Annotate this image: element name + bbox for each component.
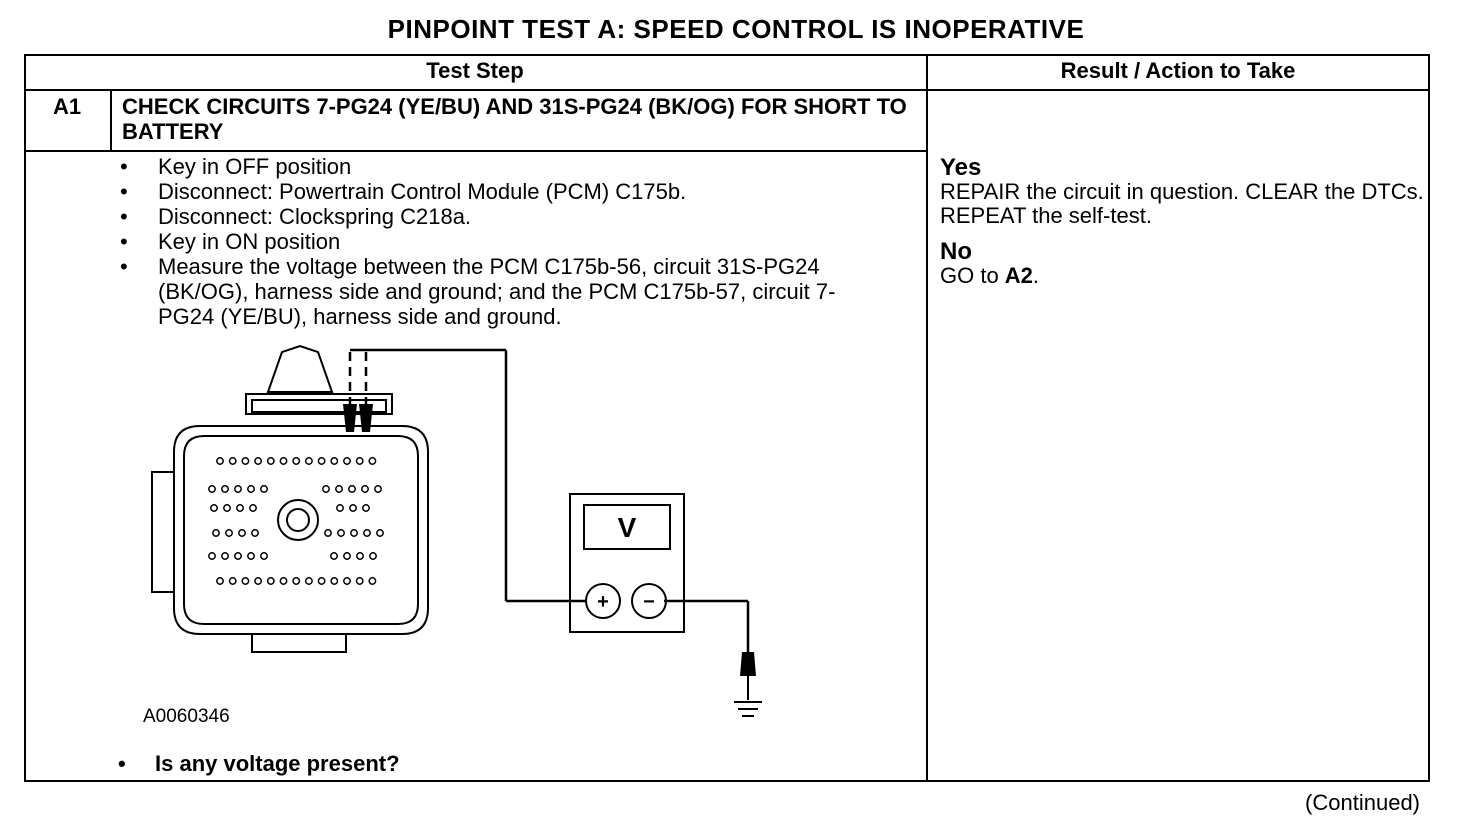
connector-pin (349, 504, 357, 512)
connector-pin (238, 529, 246, 537)
connector-pin (322, 485, 330, 493)
probe-leads (348, 348, 750, 652)
connector-pin (376, 529, 384, 537)
connector-pin (330, 552, 338, 560)
connector-pin (369, 552, 377, 560)
probe-tips (343, 404, 373, 432)
voltmeter (569, 493, 685, 633)
connector-pin (355, 577, 364, 585)
step-id: A1 (52, 94, 82, 119)
connector-pin (317, 457, 326, 465)
connector-pin (236, 504, 244, 512)
connector-pin (254, 457, 263, 465)
connector-pin (221, 485, 229, 493)
connector-pin (247, 552, 255, 560)
connector-pin (225, 529, 233, 537)
connector-pin (304, 457, 313, 465)
instruction-item: Disconnect: Powertrain Control Module (P… (118, 179, 898, 204)
no-action-prefix: GO to (940, 263, 1005, 288)
connector-pins (208, 457, 384, 585)
connector-pin (228, 577, 237, 585)
connector-pin (234, 552, 242, 560)
connector-pin (223, 504, 231, 512)
connector-pin (374, 485, 382, 493)
connector-pin (260, 552, 268, 560)
connector-pin (330, 457, 339, 465)
pcm-connector (151, 344, 429, 653)
voltmeter-display: V (618, 512, 637, 543)
step-title: CHECK CIRCUITS 7-PG24 (YE/BU) AND 31S-PG… (122, 94, 907, 144)
connector-pin (254, 577, 263, 585)
connector-pin (337, 529, 345, 537)
connector-pin (266, 457, 275, 465)
connector-pin (350, 529, 358, 537)
connector-pin (355, 457, 364, 465)
connector-pin (279, 457, 288, 465)
connector-pin (266, 577, 275, 585)
connector-pin (210, 504, 218, 512)
figure-id: A0060346 (143, 706, 230, 727)
connector-pin (324, 529, 332, 537)
instruction-item: Key in OFF position (118, 154, 898, 179)
connector-pin (208, 485, 216, 493)
header-test-step: Test Step (426, 58, 524, 83)
header-divider (24, 89, 1430, 91)
column-divider (926, 54, 928, 782)
connector-pin (241, 457, 250, 465)
yes-heading: Yes (940, 154, 982, 181)
connector-pin (249, 504, 257, 512)
step-title-divider (24, 150, 927, 152)
connector-pin (343, 457, 351, 465)
connector-pin (212, 529, 220, 537)
connector-pin (356, 552, 364, 560)
minus-terminal-label: − (643, 591, 655, 613)
connector-pin (343, 552, 351, 560)
no-heading: No (940, 238, 972, 265)
connector-pin (247, 485, 255, 493)
step-id-divider (110, 90, 112, 151)
connector-pin (216, 457, 224, 465)
instruction-item: Key in ON position (118, 229, 898, 254)
instruction-item: Disconnect: Clockspring C218a. (118, 204, 898, 229)
connector-pin (292, 577, 301, 585)
connector-pin (348, 485, 356, 493)
result-no: No GO to A2. (940, 240, 1425, 288)
result-yes: Yes REPAIR the circuit in question. CLEA… (940, 156, 1425, 228)
connector-pin (228, 457, 237, 465)
step-question: Is any voltage present? (118, 751, 400, 777)
connector-pin (251, 529, 259, 537)
no-action-step-ref[interactable]: A2 (1004, 263, 1033, 288)
header-result-action: Result / Action to Take (1060, 58, 1296, 83)
connector-pin (330, 577, 339, 585)
connector-pin (317, 577, 326, 585)
connector-pin (363, 529, 371, 537)
continued-note: (Continued) (1305, 790, 1420, 815)
connector-pin (234, 485, 242, 493)
page-title: PINPOINT TEST A: SPEED CONTROL IS INOPER… (387, 14, 1085, 44)
connector-pin (336, 504, 344, 512)
connector-pin (368, 577, 377, 585)
connector-pin (335, 485, 343, 493)
connector-pin (304, 577, 313, 585)
connector-pin (362, 504, 370, 512)
connector-pin (260, 485, 268, 493)
connector-pin (208, 552, 216, 560)
connector-pin (292, 457, 301, 465)
instruction-item: Measure the voltage between the PCM C175… (118, 254, 898, 329)
connector-pin (241, 577, 250, 585)
connector-pin (343, 577, 351, 585)
plus-terminal-label: + (597, 591, 609, 613)
pinpoint-test-table (24, 54, 1430, 782)
connector-pin (216, 577, 224, 585)
no-action-suffix: . (1032, 263, 1040, 288)
yes-action-text: REPAIR the circuit in question. CLEAR th… (940, 179, 1424, 228)
connector-pin (279, 577, 288, 585)
step-instructions: Key in OFF position Disconnect: Powertra… (118, 154, 898, 329)
connector-pin (368, 457, 377, 465)
connector-pin (221, 552, 229, 560)
connector-pin (361, 485, 369, 493)
ground-symbol (734, 652, 762, 717)
